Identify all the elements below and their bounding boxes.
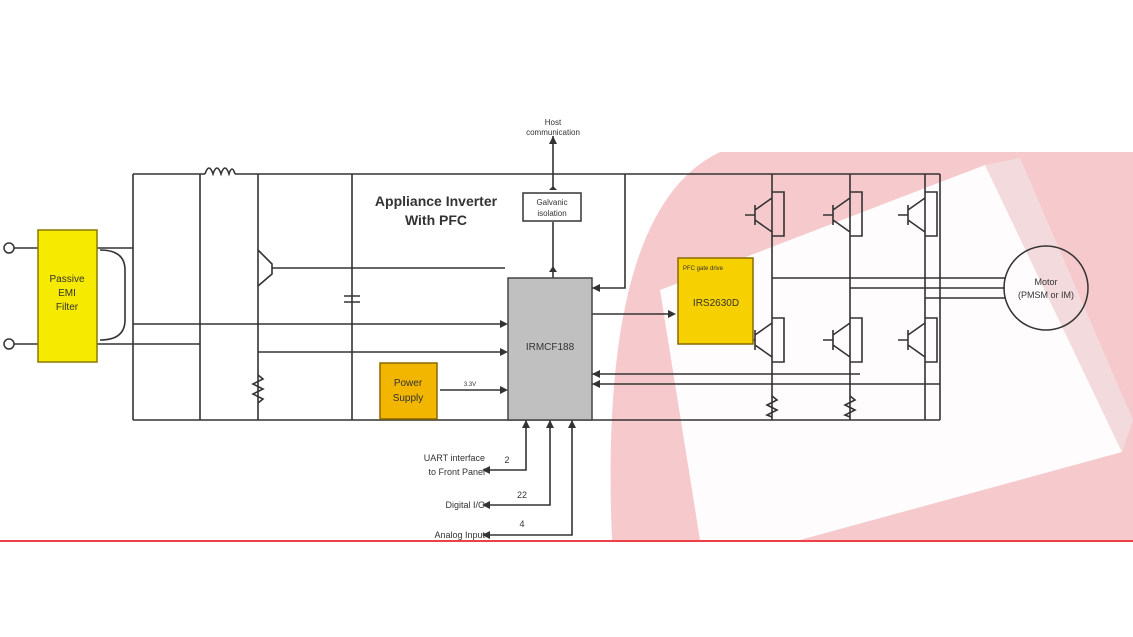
gate-driver-part: IRS2630D (693, 298, 739, 309)
input-terminal-bottom (3, 338, 15, 350)
digital-io-label: Digital I/O (445, 500, 485, 510)
circuit-wires (12, 136, 1005, 539)
gate-driver-block (677, 257, 754, 345)
gate-driver-sublabel: PFC gate drive (683, 266, 724, 272)
emi-filter-label-2: EMI (58, 288, 76, 299)
inductor-icon (204, 167, 236, 177)
host-label-2: communication (526, 128, 580, 137)
analog-input-count: 4 (519, 519, 524, 529)
emi-filter-label-1: Passive (49, 274, 84, 285)
isolation-label-1: Galvanic (536, 198, 567, 207)
power-supply-label-1: Power (394, 378, 423, 389)
diagram-title-line2: With PFC (405, 212, 467, 228)
power-supply-label-2: Supply (393, 393, 424, 404)
analog-input-label: Analog Input (434, 530, 485, 540)
white-rotated-panel (660, 165, 1122, 540)
input-terminal-top (3, 242, 15, 254)
controller-block (507, 277, 593, 421)
igbt-icons (745, 191, 938, 363)
uart-label-1: UART interface (424, 453, 485, 463)
motor-label-2: (PMSM or IM) (1018, 290, 1074, 300)
isolation-label-2: isolation (537, 209, 566, 218)
uart-count: 2 (504, 455, 509, 465)
emi-filter-label-3: Filter (56, 302, 79, 313)
emi-filter-block (37, 229, 98, 363)
digital-io-count: 22 (517, 490, 527, 500)
diagram-title-line1: Appliance Inverter (375, 193, 498, 209)
light-band (985, 158, 1133, 452)
uart-label-2: to Front Panel (428, 467, 485, 477)
motor-label-1: Motor (1034, 277, 1057, 287)
host-label-1: Host (545, 118, 562, 127)
motor-symbol (1003, 245, 1089, 331)
power-supply-block (379, 362, 438, 420)
supply-voltage-label: 3.3V (464, 382, 476, 388)
galvanic-isolation-block (522, 192, 582, 222)
controller-label: IRMCF188 (526, 342, 575, 353)
